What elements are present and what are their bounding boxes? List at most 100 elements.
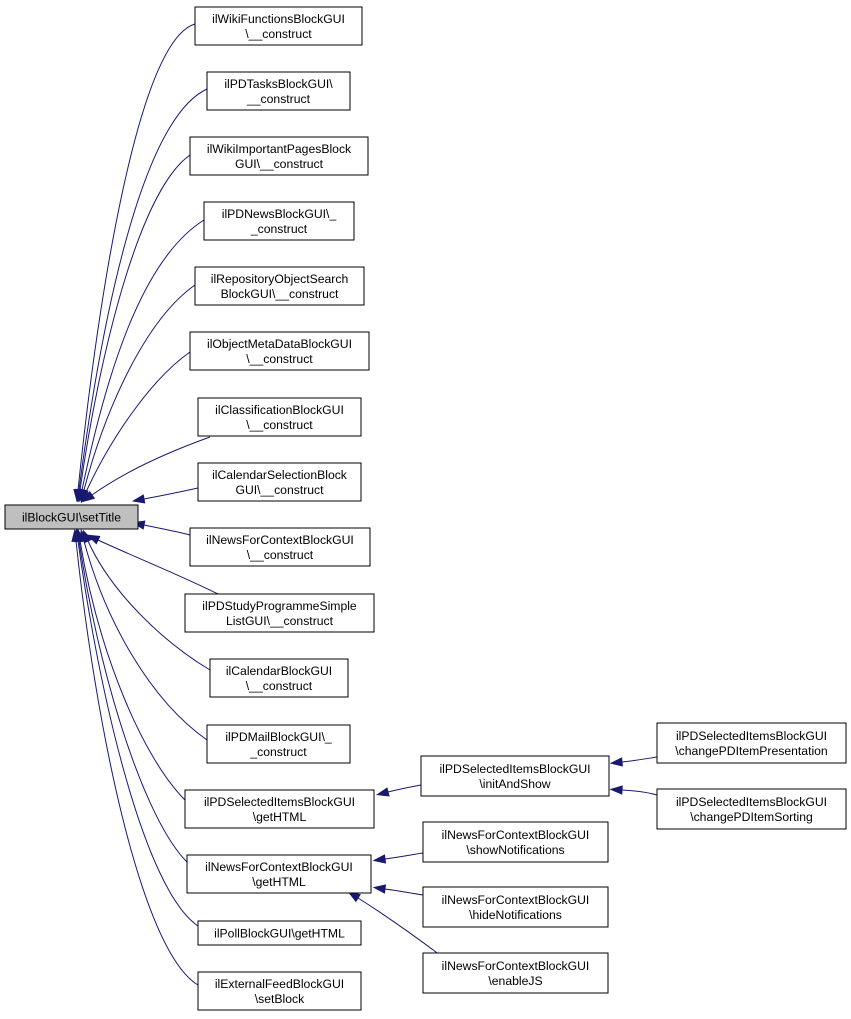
root-function-node[interactable]: ilBlockGUI\setTitle [4, 504, 139, 530]
edge-line [87, 540, 211, 671]
node-label-line: ilNewsForContextBlockGUI [442, 893, 590, 907]
edge-line [85, 351, 191, 493]
node-box [197, 971, 362, 1011]
edge-line [81, 219, 205, 491]
node-label-line: \hideNotifications [469, 908, 562, 922]
edge-line [78, 88, 208, 491]
caller-node-n19[interactable]: ilPDSelectedItemsBlockGUI\changePDItemSo… [656, 788, 847, 830]
edge-arrowhead [609, 785, 623, 795]
node-label-line: ilPDSelectedItemsBlockGUI [676, 795, 827, 809]
node-box [197, 397, 362, 437]
edge-line [384, 852, 424, 860]
caller-node-n7[interactable]: ilClassificationBlockGUI\__construct [197, 397, 362, 437]
node-box [209, 658, 349, 698]
caller-node-n11[interactable]: ilCalendarBlockGUI\__construct [209, 658, 349, 698]
node-label-line: ilWikiFunctionsBlockGUI [212, 12, 345, 26]
node-label-line: \changePDItemPresentation [675, 744, 827, 758]
node-label-line: ilExternalFeedBlockGUI [215, 977, 344, 991]
call-edge-n9-to-root [131, 520, 191, 536]
caller-node-n13[interactable]: ilPDSelectedItemsBlockGUI\getHTML [184, 789, 375, 829]
call-edge-n19-to-n17 [609, 785, 658, 796]
node-label-line: ilPDSelectedItemsBlockGUI [439, 762, 590, 776]
caller-node-n12[interactable]: ilPDMailBlockGUI\__construct [206, 724, 351, 764]
node-box [197, 920, 362, 946]
node-label-line: ilPDTasksBlockGUI\ [224, 77, 333, 91]
caller-node-n6[interactable]: ilObjectMetaDataBlockGUI\__construct [189, 331, 370, 371]
node-label-line: \__construct [245, 27, 312, 41]
caller-node-n22[interactable]: ilNewsForContextBlockGUI\enableJS [422, 952, 609, 994]
node-label-line: ilPDNewsBlockGUI\_ [222, 207, 337, 221]
edge-line [357, 897, 441, 956]
edge-line [91, 436, 211, 496]
node-label-line: _construct [250, 222, 308, 236]
node-label-line: ilPDStudyProgrammeSimple [202, 599, 357, 613]
node-label-line: \__construct [246, 352, 313, 366]
caller-node-n20[interactable]: ilNewsForContextBlockGUI\showNotificatio… [422, 821, 609, 863]
caller-node-n16[interactable]: ilExternalFeedBlockGUI\setBlock [197, 971, 362, 1011]
caller-node-n1[interactable]: ilWikiFunctionsBlockGUI\__construct [194, 6, 363, 46]
caller-node-n10[interactable]: ilPDStudyProgrammeSimpleListGUI\__constr… [184, 593, 375, 633]
node-box [656, 722, 847, 764]
node-label-line: \__construct [247, 548, 314, 562]
caller-node-n18[interactable]: ilPDSelectedItemsBlockGUI\changePDItemPr… [656, 722, 847, 764]
caller-node-n21[interactable]: ilNewsForContextBlockGUI\hideNotificatio… [422, 886, 609, 928]
node-box [656, 788, 847, 830]
call-edge-n17-to-n13 [375, 784, 422, 797]
caller-node-n9[interactable]: ilNewsForContextBlockGUI\__construct [189, 527, 371, 567]
node-label-line: \enableJS [488, 974, 542, 988]
edge-line [97, 539, 219, 595]
node-label-line: \getHTML [252, 875, 306, 889]
caller-node-n17[interactable]: ilPDSelectedItemsBlockGUI\initAndShow [420, 755, 610, 797]
node-label-line: ilWikiImportantPagesBlock [207, 142, 352, 156]
node-box [186, 854, 372, 894]
node-label-line: ilNewsForContextBlockGUI [205, 860, 353, 874]
caller-node-n15[interactable]: ilPollBlockGUI\getHTML [197, 920, 362, 946]
node-box [189, 331, 370, 371]
caller-node-n4[interactable]: ilPDNewsBlockGUI\__construct [203, 201, 355, 241]
edges-layer [71, 23, 658, 986]
call-edge-n22-to-n14 [347, 891, 441, 956]
edge-arrowhead [372, 854, 387, 864]
node-box [189, 136, 369, 176]
node-box [197, 462, 362, 502]
node-label-line: \setBlock [255, 992, 305, 1006]
edge-line [75, 540, 199, 986]
node-box [4, 504, 139, 530]
caller-node-n14[interactable]: ilNewsForContextBlockGUI\getHTML [186, 854, 372, 894]
caller-node-n2[interactable]: ilPDTasksBlockGUI\__construct [206, 71, 351, 111]
node-label-line: \__construct [246, 679, 313, 693]
node-label-line: ilClassificationBlockGUI [215, 403, 344, 417]
edge-line [77, 23, 196, 491]
edge-line [387, 784, 422, 793]
edge-line [621, 789, 658, 796]
node-label-line: \changePDItemSorting [690, 810, 813, 824]
edge-arrowhead [372, 884, 387, 894]
node-label-line: ilNewsForContextBlockGUI [442, 959, 590, 973]
node-box [206, 724, 351, 764]
edge-line [78, 540, 188, 863]
node-label-line: ilObjectMetaDataBlockGUI [207, 337, 352, 351]
edge-line [83, 540, 208, 741]
nodes-layer: ilBlockGUI\setTitle ilWikiFunctionsBlockG… [4, 6, 847, 1011]
call-edge-n20-to-n14 [372, 852, 424, 864]
call-edge-n3-to-root [75, 154, 191, 503]
node-label-line: ListGUI\__construct [226, 614, 334, 628]
call-edge-n8-to-root [131, 487, 199, 504]
node-label-line: ilPollBlockGUI\getHTML [214, 927, 345, 941]
caller-node-n5[interactable]: ilRepositoryObjectSearchBlockGUI\__const… [194, 266, 365, 306]
call-edge-n21-to-n14 [372, 884, 424, 896]
call-edge-n7-to-root [81, 436, 211, 503]
call-edge-n2-to-root [74, 88, 208, 503]
edge-line [143, 487, 199, 500]
node-box [422, 952, 609, 994]
node-label-line: ilPDSelectedItemsBlockGUI [204, 795, 355, 809]
node-box [189, 527, 371, 567]
call-edge-n14-to-root [74, 528, 188, 863]
node-label-line: ilNewsForContextBlockGUI [442, 828, 590, 842]
edge-arrowhead [375, 787, 390, 797]
node-box [184, 789, 375, 829]
node-label-line: GUI\__construct [235, 157, 324, 171]
